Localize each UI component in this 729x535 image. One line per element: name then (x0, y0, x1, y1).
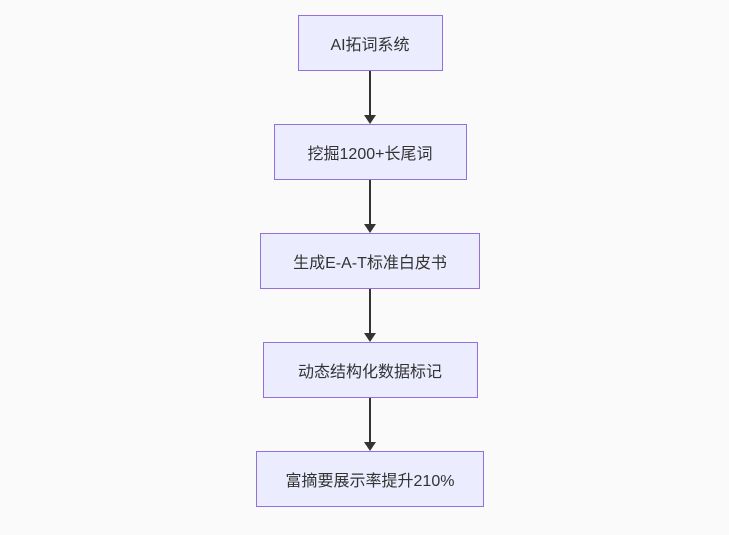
node-label: 动态结构化数据标记 (297, 364, 442, 381)
arrowhead-icon (364, 442, 376, 451)
node-label: 挖掘1200+长尾词 (307, 146, 433, 163)
flow-node-longtail-keywords: 挖掘1200+长尾词 (273, 124, 467, 180)
arrowhead-icon (364, 333, 376, 342)
arrowhead-icon (364, 115, 376, 124)
arrow-down-3 (364, 289, 376, 342)
arrow-line (369, 289, 371, 333)
arrow-line (369, 180, 371, 224)
arrow-down-2 (364, 180, 376, 233)
flow-node-structured-data-markup: 动态结构化数据标记 (262, 342, 478, 398)
arrow-down-1 (364, 71, 376, 124)
node-label: AI拓词系统 (330, 37, 410, 54)
node-label: 富摘要展示率提升210% (285, 473, 455, 490)
arrow-line (369, 71, 371, 115)
arrow-down-4 (364, 398, 376, 451)
flowchart: AI拓词系统 挖掘1200+长尾词 生成E-A-T标准白皮书 动态结构化数据标记 (256, 15, 484, 507)
flow-node-eat-whitepaper: 生成E-A-T标准白皮书 (260, 233, 480, 289)
arrowhead-icon (364, 224, 376, 233)
node-label: 生成E-A-T标准白皮书 (293, 255, 447, 272)
arrow-line (369, 398, 371, 442)
flow-node-rich-snippet-rate: 富摘要展示率提升210% (256, 451, 484, 507)
flow-node-ai-word-expansion-system: AI拓词系统 (297, 15, 443, 71)
